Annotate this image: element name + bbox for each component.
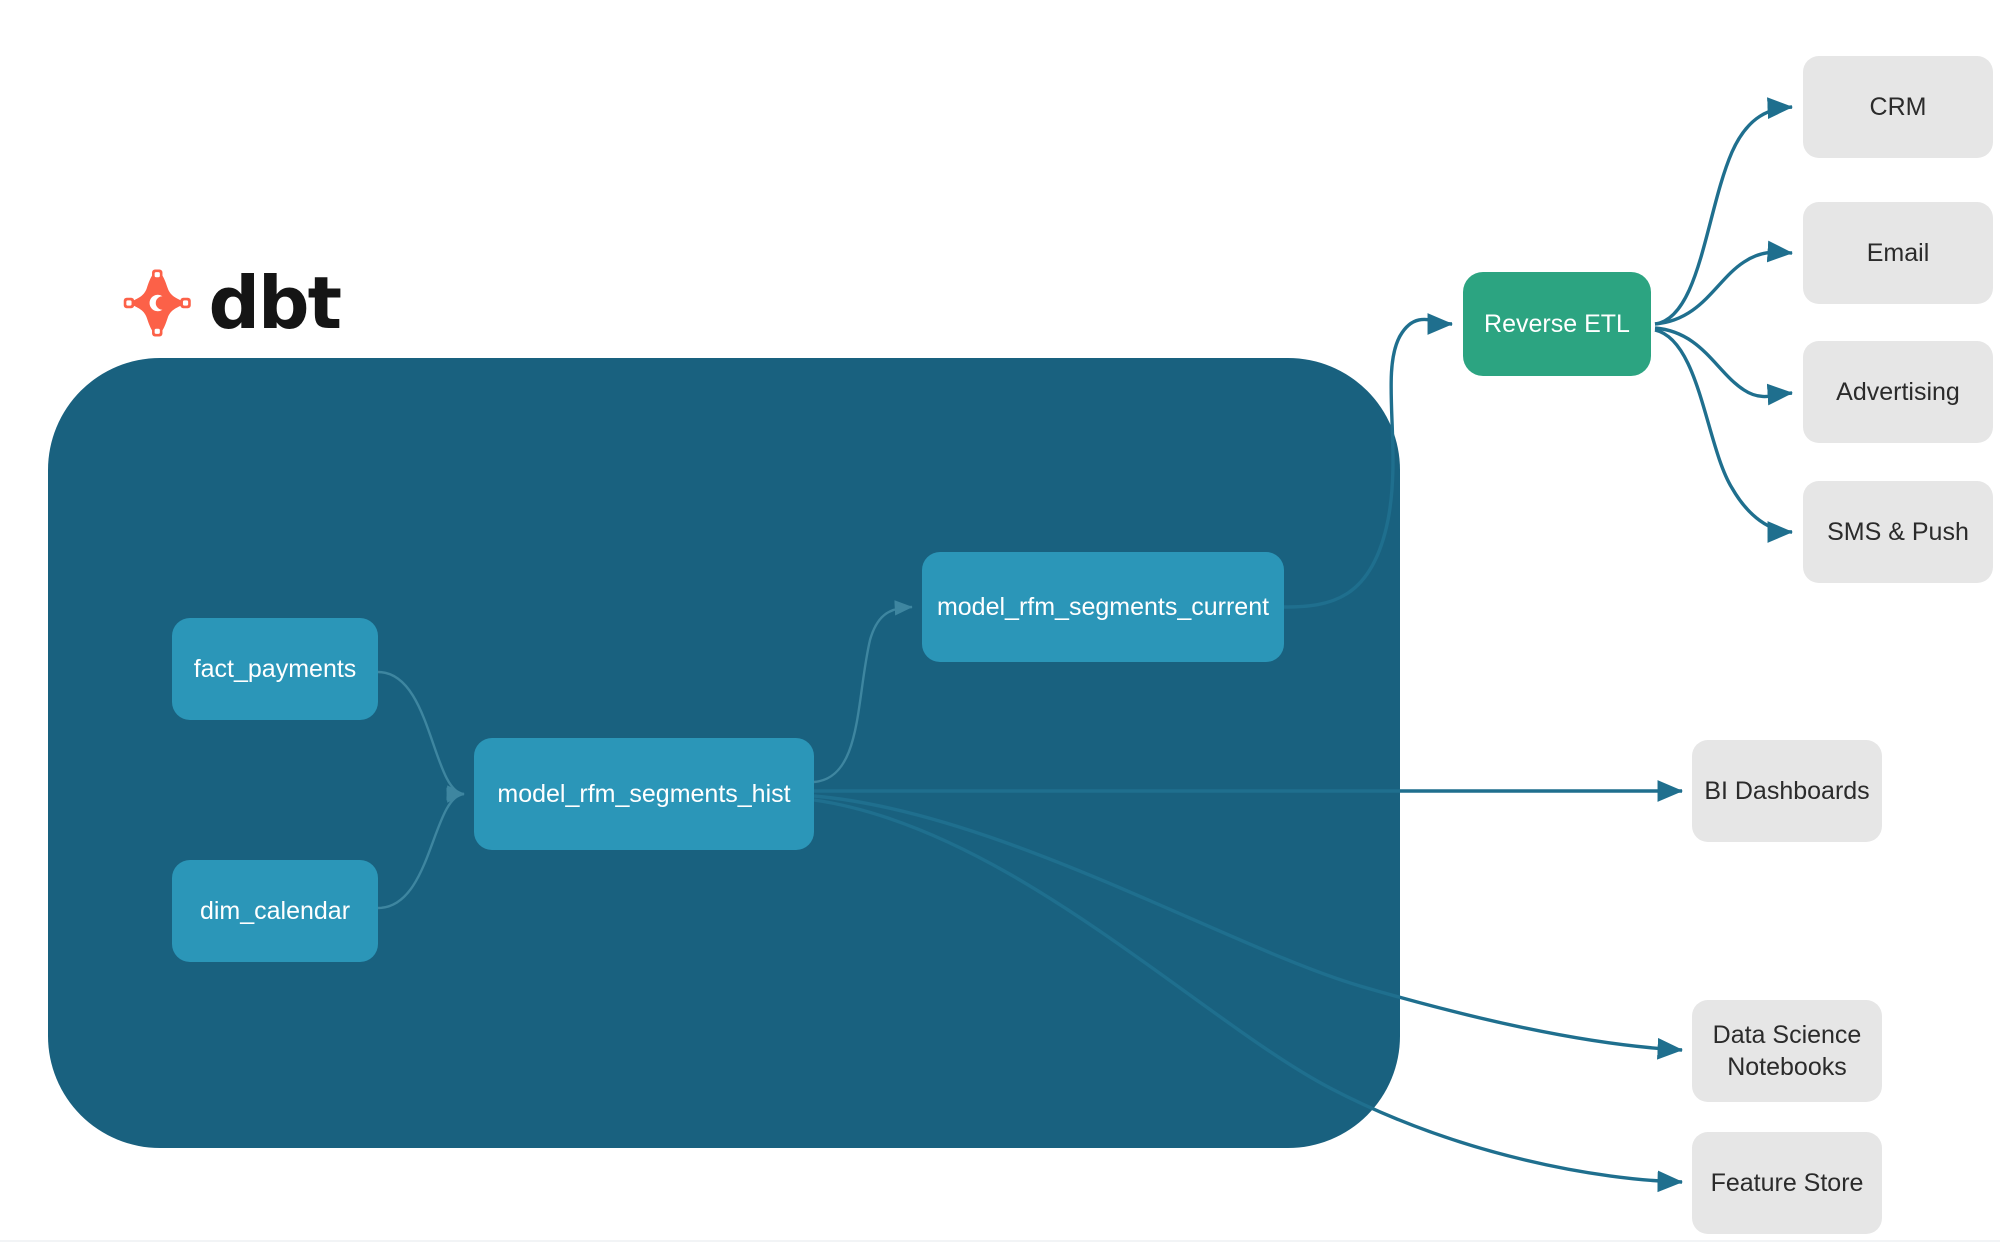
node-model-rfm-segments-current[interactable]: model_rfm_segments_current <box>922 552 1284 662</box>
bottom-divider <box>0 1240 2000 1242</box>
node-model-rfm-segments-hist-label: model_rfm_segments_hist <box>497 779 791 808</box>
node-data-science-notebooks[interactable]: Data Science Notebooks <box>1692 1000 1882 1102</box>
node-crm[interactable]: CRM <box>1803 56 1993 158</box>
node-sms-push[interactable]: SMS & Push <box>1803 481 1993 583</box>
node-data-science-notebooks-label: Data Science Notebooks <box>1713 1019 1862 1083</box>
edge-reverse-etl-to-crm <box>1654 97 1794 326</box>
node-reverse-etl-label: Reverse ETL <box>1484 309 1630 338</box>
node-reverse-etl[interactable]: Reverse ETL <box>1463 272 1651 376</box>
node-dim-calendar-label: dim_calendar <box>199 896 351 925</box>
node-model-rfm-segments-hist[interactable]: model_rfm_segments_hist <box>474 738 814 850</box>
edge-reverse-etl-to-email <box>1654 240 1794 326</box>
node-crm-label: CRM <box>1869 93 1927 121</box>
node-fact-payments-label: fact_payments <box>193 654 357 683</box>
node-dim-calendar[interactable]: dim_calendar <box>172 860 378 962</box>
node-model-rfm-segments-current-label: model_rfm_segments_current <box>936 592 1270 621</box>
node-feature-store-label: Feature Store <box>1710 1169 1864 1197</box>
edge-reverse-etl-to-advertising <box>1654 326 1794 406</box>
dbt-logo-mark <box>123 269 191 337</box>
dbt-logo: dbt <box>120 258 342 348</box>
node-data-science-notebooks-line1: Data Science <box>1712 1021 1862 1049</box>
node-sms-push-label: SMS & Push <box>1827 518 1969 546</box>
node-advertising-label: Advertising <box>1836 378 1960 406</box>
node-advertising[interactable]: Advertising <box>1803 341 1993 443</box>
node-feature-store[interactable]: Feature Store <box>1692 1132 1882 1234</box>
node-email-label: Email <box>1866 239 1930 267</box>
node-fact-payments[interactable]: fact_payments <box>172 618 378 720</box>
node-email[interactable]: Email <box>1803 202 1993 304</box>
node-bi-dashboards-label: BI Dashboards <box>1704 777 1870 805</box>
edge-reverse-etl-to-sms-push <box>1654 328 1794 543</box>
node-bi-dashboards[interactable]: BI Dashboards <box>1692 740 1882 842</box>
node-data-science-notebooks-line2: Notebooks <box>1727 1053 1847 1081</box>
dbt-wordmark: dbt <box>208 261 342 345</box>
